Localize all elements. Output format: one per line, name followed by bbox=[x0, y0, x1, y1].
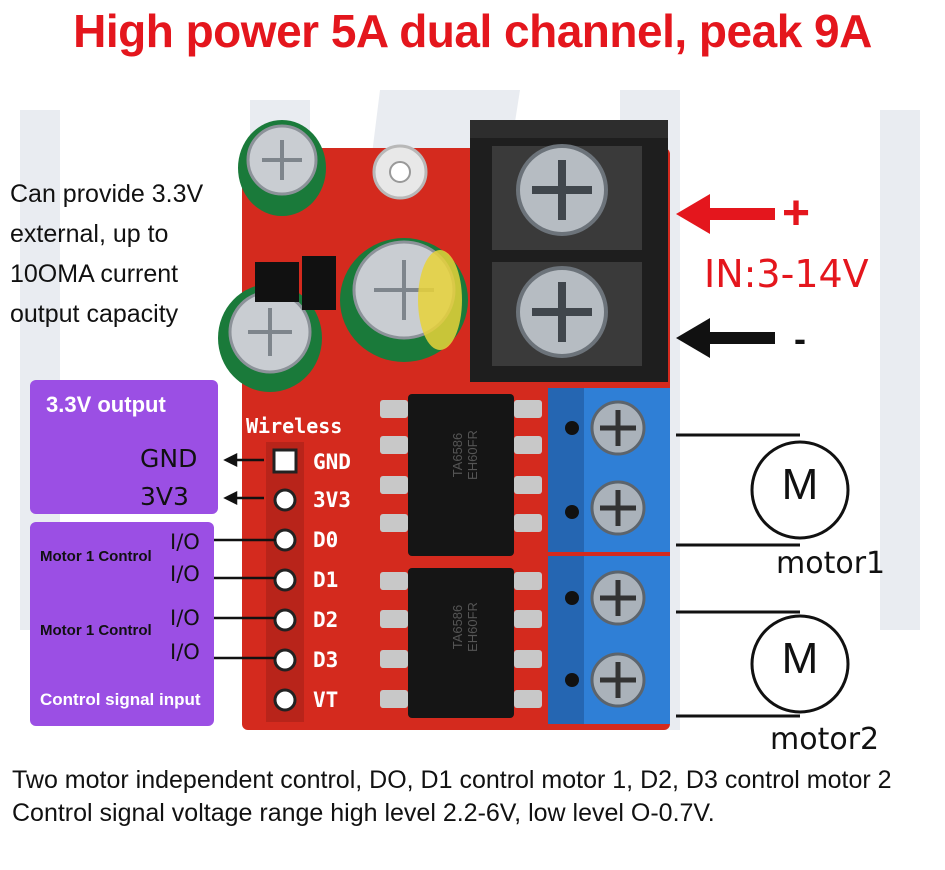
note-line: external, up to bbox=[10, 220, 169, 248]
pin-label-d1: D1 bbox=[313, 568, 339, 592]
power-terminal bbox=[470, 120, 668, 382]
io-label-d2: I/O bbox=[170, 606, 200, 630]
page-title: High power 5A dual channel, peak 9A bbox=[73, 5, 872, 57]
pin-label-3v3: 3V3 bbox=[313, 488, 351, 512]
pin-label-d3: D3 bbox=[313, 648, 339, 672]
pin-label-gnd: GND bbox=[313, 450, 351, 474]
io-label-d1: I/O bbox=[170, 562, 200, 586]
signal-arrows bbox=[210, 452, 276, 660]
motor-1-wiring bbox=[676, 433, 850, 547]
motor-2-wiring bbox=[676, 610, 850, 718]
driver-chip-1 bbox=[380, 394, 542, 556]
driver-chip-2 bbox=[380, 568, 542, 718]
pin-label-d2: D2 bbox=[313, 608, 339, 632]
output-box: 3.3V output bbox=[30, 380, 218, 514]
pin-label-d0: D0 bbox=[313, 528, 339, 552]
header-pins bbox=[266, 442, 304, 722]
minus-arrow-icon bbox=[676, 318, 775, 358]
capacitor-middle bbox=[340, 238, 468, 362]
wireless-label: Wireless bbox=[246, 414, 343, 438]
motor-2-symbol: M bbox=[781, 634, 819, 683]
io-label-d0: I/O bbox=[170, 530, 200, 554]
pin-label-vt: VT bbox=[313, 688, 339, 712]
io-label-d3: I/O bbox=[170, 640, 200, 664]
capacitor-top bbox=[238, 120, 326, 216]
plus-arrow-icon bbox=[676, 194, 775, 234]
plus-label: + bbox=[782, 187, 811, 240]
motor-1-symbol: M bbox=[781, 460, 819, 509]
control-box: Motor 1 Control Motor 1 Control Control … bbox=[30, 522, 214, 726]
note-line: Can provide 3.3V bbox=[10, 180, 204, 208]
gnd-label: GND bbox=[140, 444, 198, 473]
external-power-note: Can provide 3.3V external, up to 10OMA c… bbox=[10, 174, 240, 334]
motor-1-control-label: Motor 1 Control bbox=[40, 548, 152, 565]
note-line: output capacity bbox=[10, 300, 179, 328]
motor-terminal-1 bbox=[548, 388, 670, 552]
motor-terminal-2 bbox=[548, 556, 670, 724]
v33-label: 3V3 bbox=[140, 482, 189, 511]
regulator-chip bbox=[255, 262, 299, 302]
chip-marking-1: TA6586 EH60FR bbox=[450, 430, 480, 480]
motor-2-control-label: Motor 1 Control bbox=[40, 622, 152, 639]
output-box-title: 3.3V output bbox=[46, 392, 166, 417]
chip-marking-2: TA6586 EH60FR bbox=[450, 602, 480, 652]
input-range-label: IN:3-14V bbox=[704, 252, 869, 296]
capacitor-bottom bbox=[218, 284, 322, 392]
note-line: 10OMA current bbox=[10, 260, 179, 288]
minus-label: - bbox=[794, 318, 806, 359]
control-box-footer: Control signal input bbox=[40, 690, 201, 709]
bottom-description: Two motor independent control, DO, D1 co… bbox=[12, 766, 892, 827]
motor-2-label: motor2 bbox=[770, 722, 880, 757]
motor-1-label: motor1 bbox=[776, 546, 886, 581]
